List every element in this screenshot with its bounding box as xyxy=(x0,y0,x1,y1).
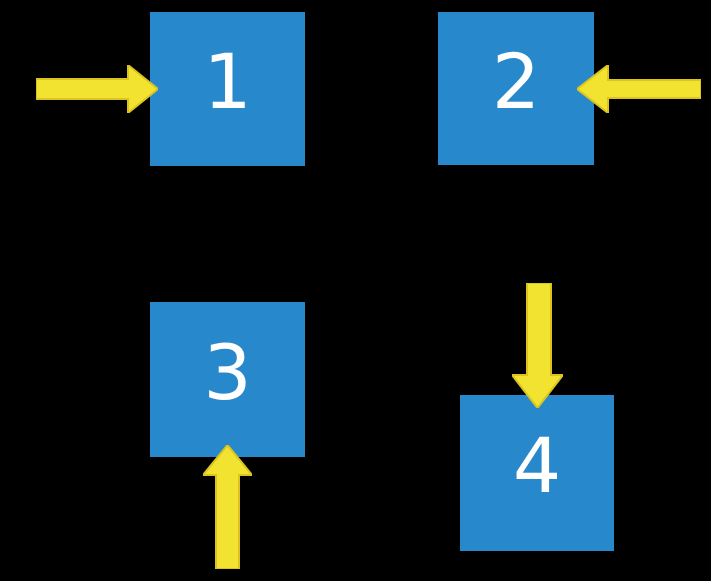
arrow-right-icon xyxy=(36,65,158,113)
square-4-label: 4 xyxy=(512,421,562,510)
square-1: 1 xyxy=(150,12,305,166)
square-1-label: 1 xyxy=(203,37,252,126)
square-2: 2 xyxy=(438,12,594,165)
square-3-label: 3 xyxy=(203,327,252,417)
square-3: 3 xyxy=(150,302,305,457)
arrow-up-icon xyxy=(203,445,252,569)
arrow-left-icon xyxy=(577,65,701,113)
arrow-down-icon xyxy=(512,283,563,408)
square-2-label: 2 xyxy=(491,36,541,126)
square-4: 4 xyxy=(460,395,614,551)
